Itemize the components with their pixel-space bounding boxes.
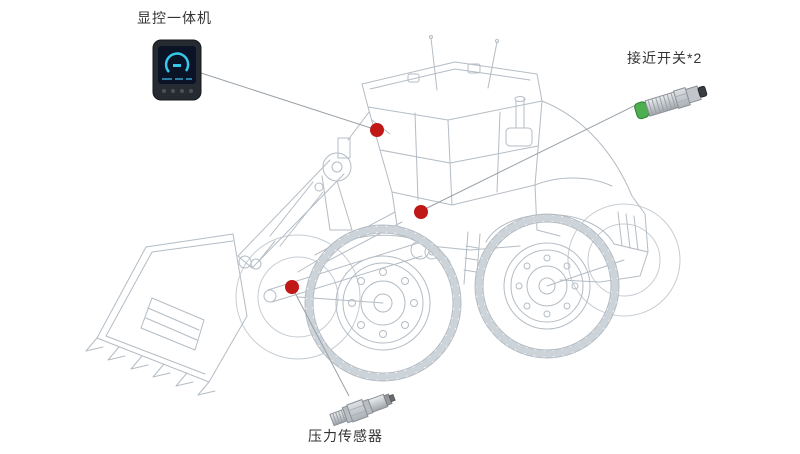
marker-dot-proximity <box>414 205 428 219</box>
antenna-lines <box>429 35 499 91</box>
marker-dots <box>285 123 428 294</box>
label-proximity-switch: 接近开关*2 <box>627 50 703 66</box>
display-unit-image <box>152 39 202 101</box>
marker-dot-display <box>370 123 384 137</box>
pressure-sensor-image <box>329 393 396 427</box>
label-display-unit: 显控一体机 <box>137 10 212 26</box>
proximity-switch-image <box>634 85 708 120</box>
label-pressure-sensor: 压力传感器 <box>308 428 383 444</box>
leader-lines <box>200 72 639 397</box>
bucket-teeth <box>85 337 216 396</box>
display-buttons <box>162 89 193 93</box>
marker-dot-pressure <box>285 280 299 294</box>
leader-line-pressure <box>292 288 350 397</box>
loader-wireframe-image <box>85 35 681 396</box>
leader-line-display <box>200 72 378 131</box>
far-wheels <box>235 203 681 360</box>
front-wheel <box>304 224 462 382</box>
leader-line-proximity <box>420 103 639 212</box>
rear-wheel <box>474 213 620 359</box>
